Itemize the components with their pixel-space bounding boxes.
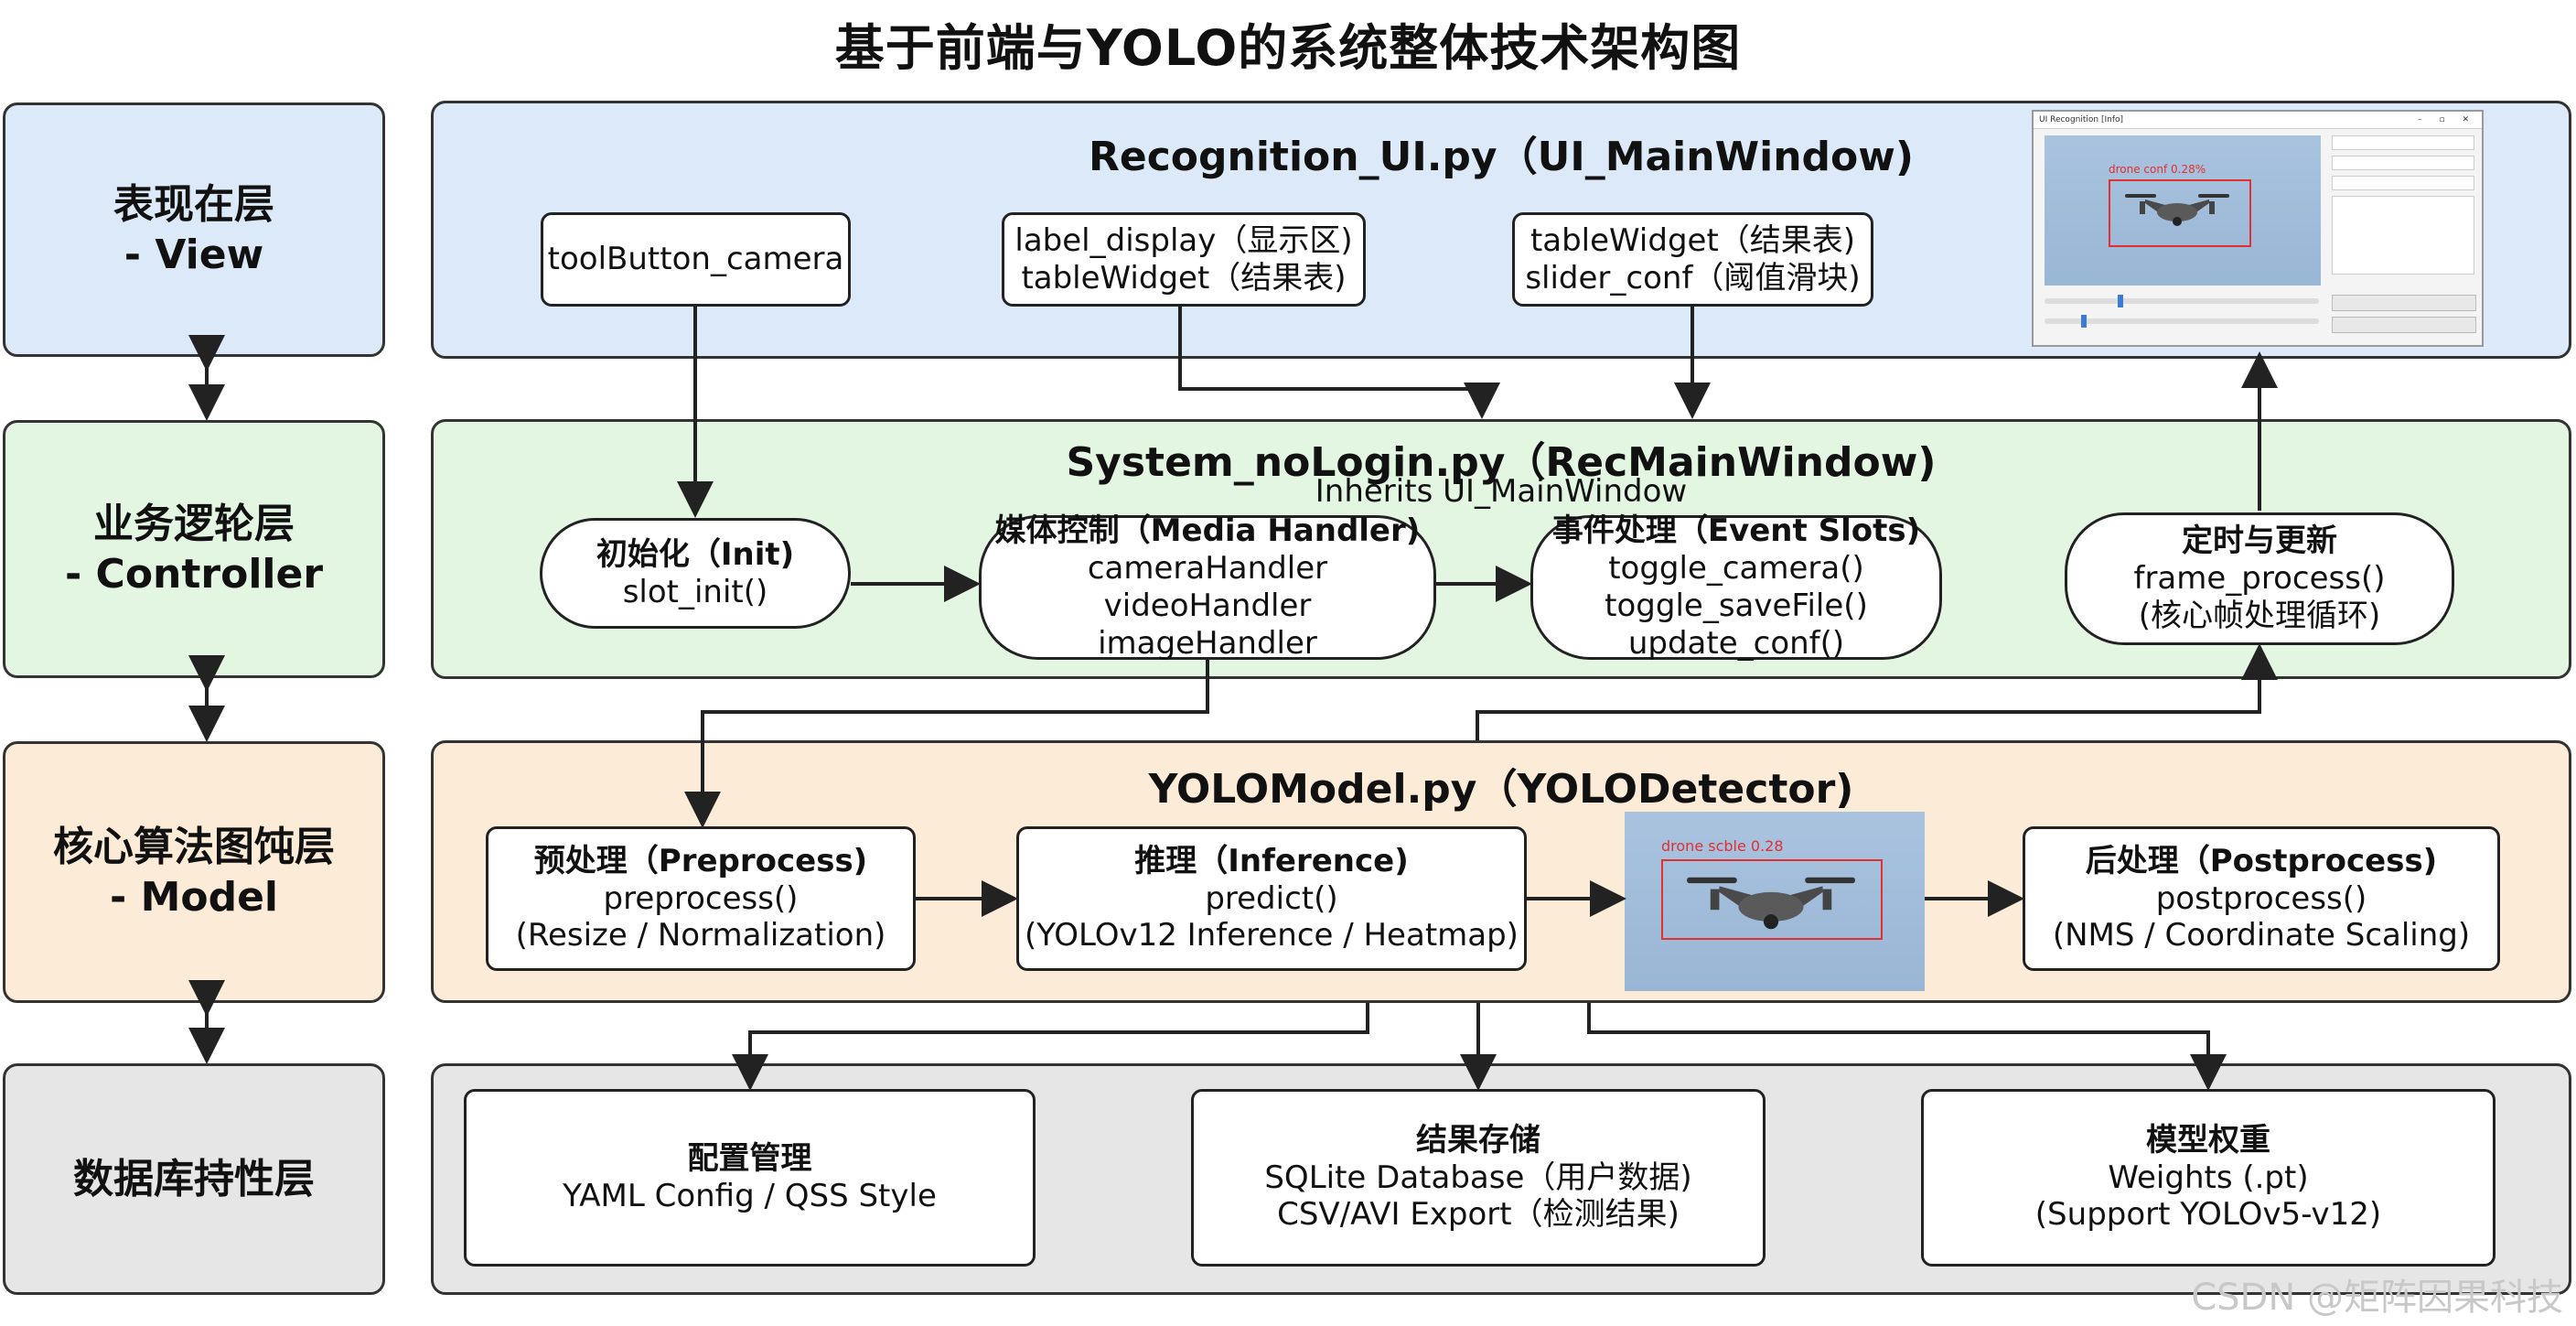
- screenshot-window-title: UI Recognition [Info]: [2039, 115, 2124, 124]
- ui-screenshot-thumbnail: UI Recognition [Info] – ▫ ✕ drone conf 0…: [2032, 110, 2484, 347]
- screenshot-button-1: [2332, 295, 2476, 311]
- inference-line2: (YOLOv12 Inference / Heatmap): [1025, 917, 1519, 954]
- model-panel-title: YOLOModel.py（YOLODetector): [1148, 766, 1854, 813]
- window-controls-icon: – ▫ ✕: [2418, 115, 2476, 124]
- preprocess-line2: (Resize / Normalization): [515, 917, 886, 954]
- init-node-line1: slot_init(): [622, 573, 768, 610]
- media-handler-head: 媒体控制（Media Handler): [994, 512, 1421, 550]
- event-slots-line3: update_conf(): [1627, 624, 1845, 662]
- results-storage-head: 结果存储: [1416, 1121, 1540, 1159]
- config-node: 配置管理 YAML Config / QSS Style: [464, 1089, 1036, 1267]
- toolbutton-camera-label: toolButton_camera: [547, 241, 844, 278]
- timer-update-line1: frame_process(): [2133, 560, 2386, 598]
- layer-view-line1: 表现在层: [113, 181, 274, 228]
- layer-model-line1: 核心算法图饨层: [53, 824, 335, 870]
- event-slots-line1: toggle_camera(): [1608, 550, 1864, 588]
- detection-box: [1661, 859, 1883, 940]
- layer-model: 核心算法图饨层 - Model: [3, 741, 385, 1003]
- event-slots-line2: toggle_saveFile(): [1605, 588, 1868, 624]
- postprocess-node: 后处理（Postprocess) postprocess() (NMS / Co…: [2023, 826, 2500, 971]
- layer-model-line2: - Model: [109, 874, 278, 921]
- event-slots-head: 事件处理（Event Slots): [1551, 512, 1921, 550]
- layer-controller-line1: 业务逻轮层: [93, 501, 295, 547]
- inference-head: 推理（Inference): [1134, 842, 1409, 879]
- label-display-box: label_display（显示区) tableWidget（结果表): [1002, 212, 1366, 307]
- layer-data: 数据库持性层: [3, 1063, 385, 1295]
- label-display-line1: label_display（显示区): [1014, 221, 1353, 259]
- screenshot-titlebar: UI Recognition [Info] – ▫ ✕: [2034, 112, 2482, 129]
- watermark: CSDN @矩阵因果科技: [2191, 1277, 2563, 1319]
- layer-view: 表现在层 - View: [3, 102, 385, 357]
- slider-conf-box: tableWidget（结果表) slider_conf（阈值滑块): [1512, 212, 1873, 307]
- event-slots-node: 事件处理（Event Slots) toggle_camera() toggle…: [1530, 512, 1942, 662]
- layer-controller-line2: - Controller: [64, 551, 324, 598]
- preprocess-node: 预处理（Preprocess) preprocess() (Resize / N…: [486, 826, 916, 971]
- postprocess-line1: postprocess(): [2155, 879, 2367, 917]
- slider-conf-line1: tableWidget（结果表): [1530, 221, 1856, 259]
- controller-panel-subtitle: Inherits UI_MainWindow: [1315, 473, 1688, 510]
- layer-view-line2: - View: [123, 232, 264, 278]
- screenshot-side-panel: [2332, 135, 2474, 286]
- model-weights-line2: (Support YOLOv5-v12): [2034, 1196, 2382, 1234]
- model-weights-node: 模型权重 Weights (.pt) (Support YOLOv5-v12): [1921, 1089, 2496, 1267]
- results-storage-node: 结果存储 SQLite Database（用户数据) CSV/AVI Expor…: [1191, 1089, 1766, 1267]
- media-handler-node: 媒体控制（Media Handler) cameraHandler videoH…: [979, 512, 1436, 662]
- postprocess-line2: (NMS / Coordinate Scaling): [2052, 917, 2471, 954]
- detection-label: drone scble 0.28: [1661, 837, 1784, 855]
- inference-node: 推理（Inference) predict() (YOLOv12 Inferen…: [1016, 826, 1527, 971]
- timer-update-line2: (核心帧处理循环): [2138, 597, 2381, 634]
- controller-panel-title: System_noLogin.py（RecMainWindow): [1066, 439, 1937, 486]
- layer-data-line1: 数据库持性层: [73, 1156, 315, 1202]
- label-display-line2: tableWidget（结果表): [1021, 259, 1347, 296]
- media-handler-line1: cameraHandler: [1087, 550, 1328, 588]
- media-handler-line3: imageHandler: [1098, 624, 1317, 662]
- init-node: 初始化（Init) slot_init(): [540, 518, 851, 629]
- detection-image: drone scble 0.28: [1625, 812, 1925, 991]
- postprocess-head: 后处理（Postprocess): [2085, 842, 2438, 879]
- timer-update-node: 定时与更新 frame_process() (核心帧处理循环): [2065, 512, 2454, 645]
- slider-conf-line2: slider_conf（阈值滑块): [1525, 259, 1861, 296]
- screenshot-detection-image: drone conf 0.28%: [2045, 135, 2321, 286]
- page-title: 基于前端与YOLO的系统整体技术架构图: [834, 19, 1742, 77]
- config-line1: YAML Config / QSS Style: [563, 1178, 937, 1214]
- screenshot-detection-box: [2109, 179, 2251, 247]
- screenshot-button-2: [2332, 317, 2476, 333]
- drone-icon: [2125, 194, 2229, 226]
- drone-icon: [1686, 877, 1856, 930]
- timer-update-head: 定时与更新: [2182, 523, 2337, 560]
- preprocess-line1: preprocess(): [603, 879, 799, 917]
- toolbutton-camera-box: toolButton_camera: [541, 212, 851, 307]
- screenshot-slider-2: [2045, 315, 2319, 328]
- init-node-head: 初始化（Init): [596, 535, 795, 573]
- config-head: 配置管理: [687, 1140, 812, 1178]
- model-weights-head: 模型权重: [2146, 1121, 2270, 1159]
- inference-line1: predict(): [1205, 879, 1338, 917]
- results-storage-line2: CSV/AVI Export（检测结果): [1277, 1196, 1680, 1234]
- model-weights-line1: Weights (.pt): [2108, 1159, 2309, 1196]
- media-handler-line2: videoHandler: [1103, 588, 1312, 624]
- screenshot-detection-label: drone conf 0.28%: [2109, 163, 2206, 176]
- layer-controller: 业务逻轮层 - Controller: [3, 420, 385, 678]
- preprocess-head: 预处理（Preprocess): [533, 842, 868, 879]
- view-panel-title: Recognition_UI.py（UI_MainWindow): [1089, 134, 1914, 180]
- screenshot-slider-1: [2045, 295, 2319, 307]
- results-storage-line1: SQLite Database（用户数据): [1264, 1159, 1692, 1196]
